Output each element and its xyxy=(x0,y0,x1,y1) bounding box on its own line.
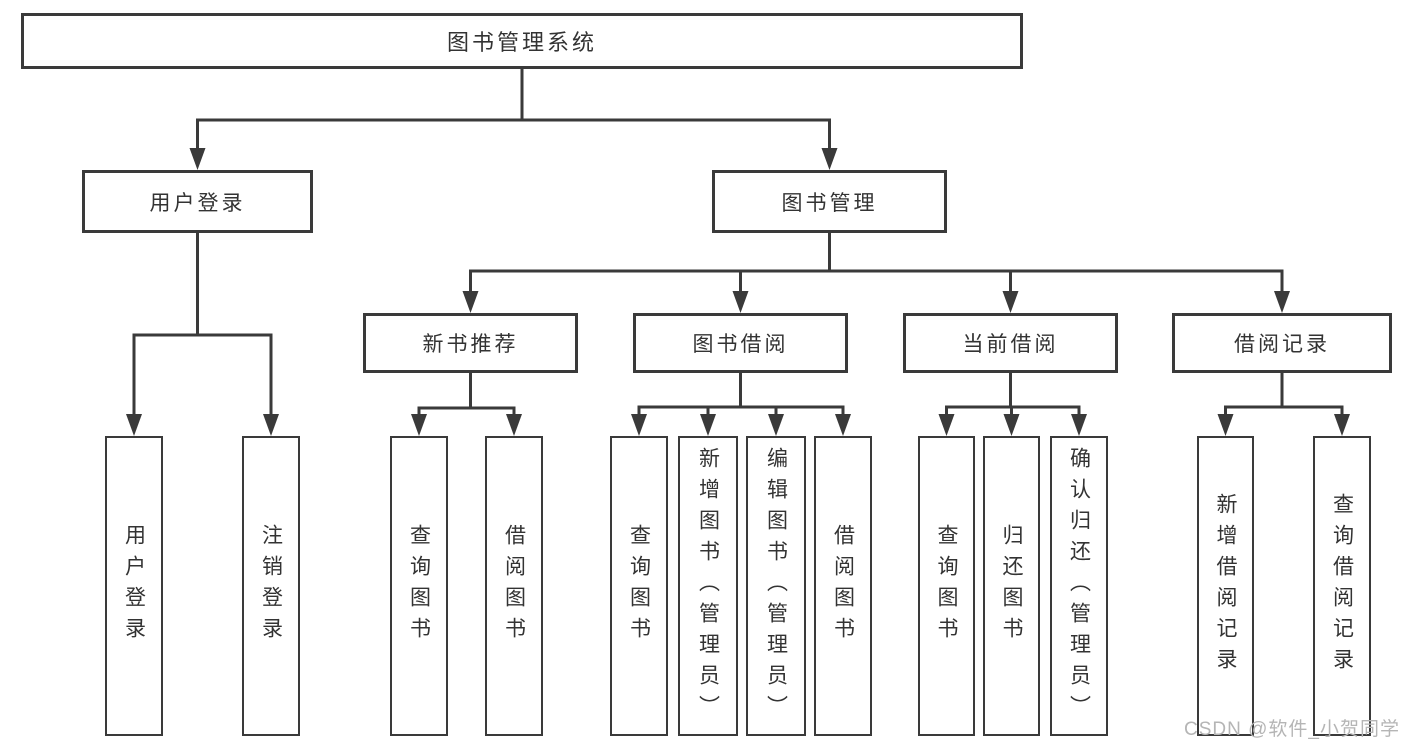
leaf-bb-edit-book-admin: 编辑图书（管理员） xyxy=(746,436,806,736)
leaf-cb-query-book: 查询图书 xyxy=(918,436,975,736)
leaf-nbr-query-book-label: 查询图书 xyxy=(407,524,431,648)
leaf-bb-borrow-book-label: 借阅图书 xyxy=(831,524,855,648)
node-borrow-record-label: 借阅记录 xyxy=(1234,333,1330,356)
arrowhead-leaf-user-login xyxy=(126,414,142,436)
leaf-cb-return-book-label: 归还图书 xyxy=(1000,524,1023,648)
arrowhead-new-book-recommend xyxy=(462,291,479,313)
csdn-watermark: CSDN @软件_小贺同学 xyxy=(1184,719,1400,740)
arrowhead-nbr-borrow xyxy=(506,414,522,436)
arrowhead-current-borrow xyxy=(1002,291,1019,313)
arrowhead-br-add xyxy=(1217,414,1234,436)
leaf-bb-add-book-admin-label: 新增图书（管理员） xyxy=(696,446,720,726)
arrowhead-borrow-record xyxy=(1274,291,1290,313)
arrowhead-cb-return xyxy=(1003,414,1020,436)
arrowhead-leaf-logout xyxy=(263,414,279,436)
leaf-nbr-query-book: 查询图书 xyxy=(390,436,448,736)
leaf-br-add-record-label: 新增借阅记录 xyxy=(1214,493,1237,679)
leaf-bb-edit-book-admin-label: 编辑图书（管理员） xyxy=(764,446,788,726)
arrowhead-nbr-query xyxy=(411,414,427,436)
arrowhead-bb-borrow xyxy=(835,414,851,436)
leaf-logout-label: 注销登录 xyxy=(259,524,283,648)
leaf-br-add-record: 新增借阅记录 xyxy=(1197,436,1254,736)
node-user-login-label: 用户登录 xyxy=(149,191,246,215)
leaf-br-query-record-label: 查询借阅记录 xyxy=(1330,493,1354,679)
node-book-borrow-label: 图书借阅 xyxy=(692,333,789,356)
leaf-cb-query-book-label: 查询图书 xyxy=(935,524,958,648)
arrowhead-bb-add xyxy=(700,414,716,436)
node-new-book-recommend-label: 新书推荐 xyxy=(422,333,519,356)
arrowhead-book-borrow xyxy=(732,291,749,313)
node-root-label: 图书管理系统 xyxy=(446,30,597,55)
node-root: 图书管理系统 xyxy=(21,13,1023,69)
leaf-user-login: 用户登录 xyxy=(105,436,163,736)
leaf-nbr-borrow-book-label: 借阅图书 xyxy=(502,524,526,648)
arrowhead-br-query xyxy=(1334,414,1350,436)
node-book-management: 图书管理 xyxy=(712,170,947,233)
leaf-user-login-label: 用户登录 xyxy=(122,524,146,648)
leaf-cb-confirm-return-admin-label: 确认归还（管理员） xyxy=(1067,446,1091,726)
node-current-borrow-label: 当前借阅 xyxy=(962,333,1059,356)
node-book-borrow: 图书借阅 xyxy=(633,313,848,373)
leaf-cb-confirm-return-admin: 确认归还（管理员） xyxy=(1050,436,1108,736)
leaf-logout: 注销登录 xyxy=(242,436,300,736)
node-borrow-record: 借阅记录 xyxy=(1172,313,1392,373)
arrowhead-cb-query xyxy=(938,414,955,436)
arrowhead-bb-edit xyxy=(768,414,784,436)
leaf-bb-borrow-book: 借阅图书 xyxy=(814,436,872,736)
leaf-cb-return-book: 归还图书 xyxy=(983,436,1040,736)
node-book-management-label: 图书管理 xyxy=(781,191,878,215)
leaf-br-query-record: 查询借阅记录 xyxy=(1313,436,1371,736)
node-new-book-recommend: 新书推荐 xyxy=(363,313,578,373)
arrowhead-user-login xyxy=(189,148,206,170)
arrowhead-bb-query xyxy=(631,414,647,436)
leaf-bb-query-book: 查询图书 xyxy=(610,436,668,736)
arrowhead-book-management xyxy=(821,148,838,170)
leaf-bb-query-book-label: 查询图书 xyxy=(627,524,651,648)
leaf-nbr-borrow-book: 借阅图书 xyxy=(485,436,543,736)
arrowhead-cb-confirm xyxy=(1071,414,1087,436)
node-user-login: 用户登录 xyxy=(82,170,313,233)
leaf-bb-add-book-admin: 新增图书（管理员） xyxy=(678,436,738,736)
node-current-borrow: 当前借阅 xyxy=(903,313,1118,373)
